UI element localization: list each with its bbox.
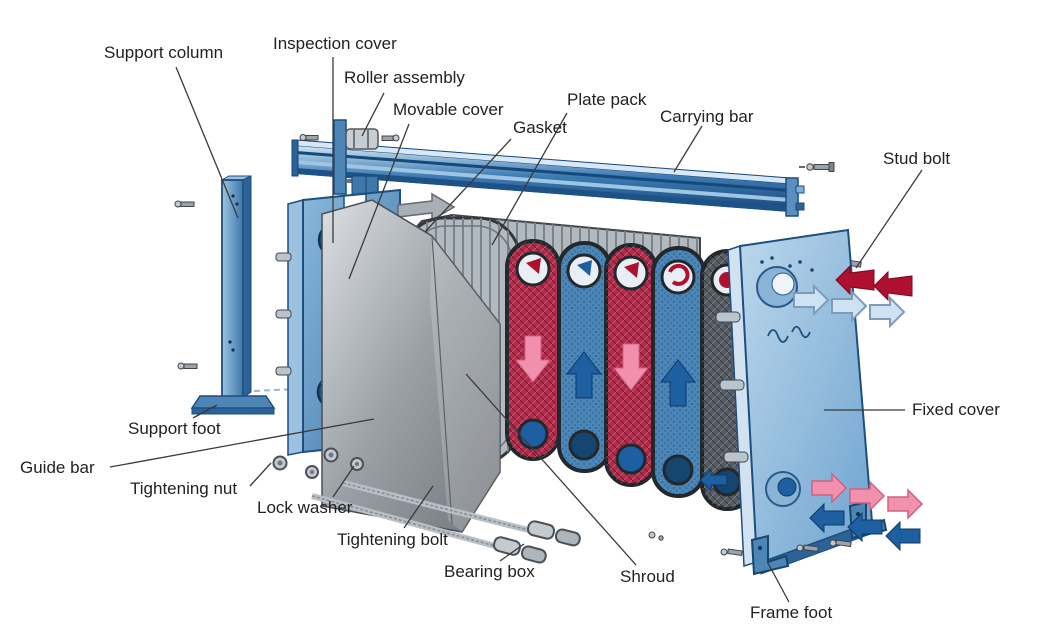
leader-bearing-box bbox=[499, 543, 525, 562]
leader-tightening-nut bbox=[249, 462, 272, 487]
label-fixed-cover: Fixed cover bbox=[912, 400, 1000, 419]
support-foot-graphic bbox=[190, 395, 276, 415]
leader-lock-washer bbox=[332, 465, 355, 498]
leader-tightening-bolt bbox=[403, 485, 434, 529]
carrying-bar-graphic bbox=[291, 139, 805, 217]
darkblue-flow-arrows bbox=[699, 467, 921, 552]
label-carrying-bar: Carrying bar bbox=[660, 107, 754, 126]
frame-foot-graphic bbox=[648, 500, 888, 576]
leader-shroud bbox=[465, 373, 637, 566]
lightblue-flow-arrows bbox=[793, 283, 906, 329]
leader-support-column bbox=[175, 66, 239, 219]
direction-arrow-gray bbox=[397, 192, 456, 222]
label-bearing-box: Bearing box bbox=[444, 562, 535, 581]
leader-stud-bolt bbox=[855, 169, 923, 269]
leader-support-foot bbox=[192, 404, 218, 419]
label-support-foot: Support foot bbox=[128, 419, 221, 438]
heat-plate-blue-2 bbox=[651, 246, 706, 498]
leader-roller-assembly bbox=[361, 92, 385, 137]
label-tightening-nut: Tightening nut bbox=[130, 479, 238, 498]
leader-lines bbox=[109, 57, 923, 603]
bearing-box-graphic bbox=[492, 520, 581, 564]
heat-plate-blue-1 bbox=[557, 241, 612, 473]
shroud-graphic bbox=[321, 199, 501, 533]
label-support-column: Support column bbox=[104, 43, 224, 62]
label-shroud: Shroud bbox=[620, 567, 675, 586]
label-roller-assembly: Roller assembly bbox=[344, 68, 465, 87]
leader-frame-foot bbox=[767, 562, 790, 603]
tightening-bolt-graphic bbox=[311, 480, 541, 552]
label-movable-cover: Movable cover bbox=[393, 100, 504, 119]
label-stud-bolt: Stud bolt bbox=[883, 149, 951, 168]
leader-carrying-bar bbox=[673, 125, 703, 173]
brand-squiggle-logo bbox=[767, 325, 811, 343]
heat-plate-red-1 bbox=[505, 239, 561, 461]
pink-flow-arrows bbox=[811, 472, 924, 520]
red-flow-arrows bbox=[835, 264, 913, 302]
tightening-nut-graphic bbox=[272, 447, 339, 471]
leader-plate-pack bbox=[491, 112, 568, 246]
label-inspection-cover: Inspection cover bbox=[273, 34, 397, 53]
label-lock-washer: Lock washer bbox=[257, 498, 353, 517]
leader-movable-cover bbox=[348, 123, 410, 280]
label-frame-foot: Frame foot bbox=[750, 603, 833, 622]
label-plate-pack: Plate pack bbox=[567, 90, 647, 109]
leader-gasket bbox=[424, 138, 512, 233]
label-tightening-bolt: Tightening bolt bbox=[337, 530, 448, 549]
label-guide-bar: Guide bar bbox=[20, 458, 95, 477]
leader-guide-bar bbox=[109, 418, 375, 468]
support-column-graphic bbox=[174, 175, 297, 399]
label-gasket: Gasket bbox=[513, 118, 567, 137]
heat-plate-red-2 bbox=[604, 243, 658, 487]
